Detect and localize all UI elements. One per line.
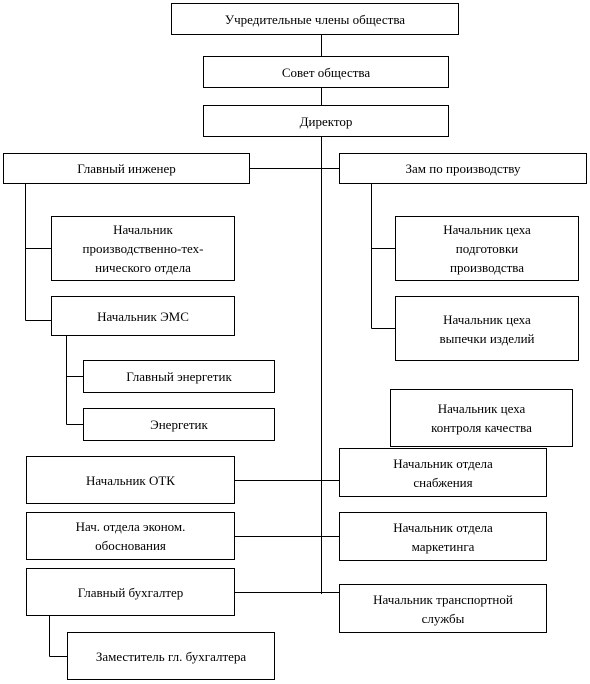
label-director: Директор xyxy=(299,113,353,129)
label-head-quality-shop: Начальник цеха контроля качества xyxy=(431,401,532,435)
box-deputy-accountant: Заместитель гл. бухгалтера xyxy=(67,632,275,680)
label-head-baking-shop: Начальник цеха выпечки изделий xyxy=(439,311,535,346)
label-head-supply: Начальник отдела снабжения xyxy=(393,455,493,490)
label-chief-power: Главный энергетик xyxy=(126,369,232,384)
label-deputy-production: Зам по производству xyxy=(405,161,521,176)
label-founders: Учредительные члены общества xyxy=(224,11,406,27)
box-head-marketing: Начальник отдела маркетинга xyxy=(339,512,547,561)
box-council: Совет общества xyxy=(203,56,449,88)
box-head-prep-shop: Начальник цеха подготовки производства xyxy=(395,216,579,281)
label-chief-accountant: Главный бухгалтер xyxy=(77,584,184,600)
box-head-ems: Начальник ЭМС xyxy=(51,296,235,336)
box-founders: Учредительные члены общества xyxy=(171,3,459,35)
box-chief-power: Главный энергетик xyxy=(83,360,275,393)
box-deputy-production: Зам по производству xyxy=(339,153,587,184)
label-chief-engineer: Главный инженер xyxy=(77,161,176,176)
label-deputy-accountant: Заместитель гл. бухгалтера xyxy=(95,648,247,664)
box-head-quality-shop: Начальник цеха контроля качества xyxy=(390,389,573,447)
box-head-baking-shop: Начальник цеха выпечки изделий xyxy=(395,296,579,361)
label-head-ems: Начальник ЭМС xyxy=(97,308,189,324)
label-head-otk: Начальник ОТК xyxy=(86,472,175,488)
box-chief-engineer: Главный инженер xyxy=(3,153,250,184)
box-head-ptd: Начальник производственно-тех- нического… xyxy=(51,216,235,281)
box-head-econ: Нач. отдела эконом. обоснования xyxy=(26,512,235,560)
box-director: Директор xyxy=(203,105,449,137)
label-head-prep-shop: Начальник цеха подготовки производства xyxy=(443,222,531,275)
label-head-marketing: Начальник отдела маркетинга xyxy=(393,519,493,554)
box-head-otk: Начальник ОТК xyxy=(26,456,235,504)
label-power-engineer: Энергетик xyxy=(150,417,208,432)
box-head-transport: Начальник транспортной службы xyxy=(339,584,547,633)
box-power-engineer: Энергетик xyxy=(83,408,275,441)
box-chief-accountant: Главный бухгалтер xyxy=(26,568,235,616)
label-head-econ: Нач. отдела эконом. обоснования xyxy=(75,519,186,553)
label-council: Совет общества xyxy=(281,64,371,80)
label-head-transport: Начальник транспортной службы xyxy=(373,591,513,626)
label-head-ptd: Начальник производственно-тех- нического… xyxy=(82,222,204,275)
box-head-supply: Начальник отдела снабжения xyxy=(339,448,547,497)
